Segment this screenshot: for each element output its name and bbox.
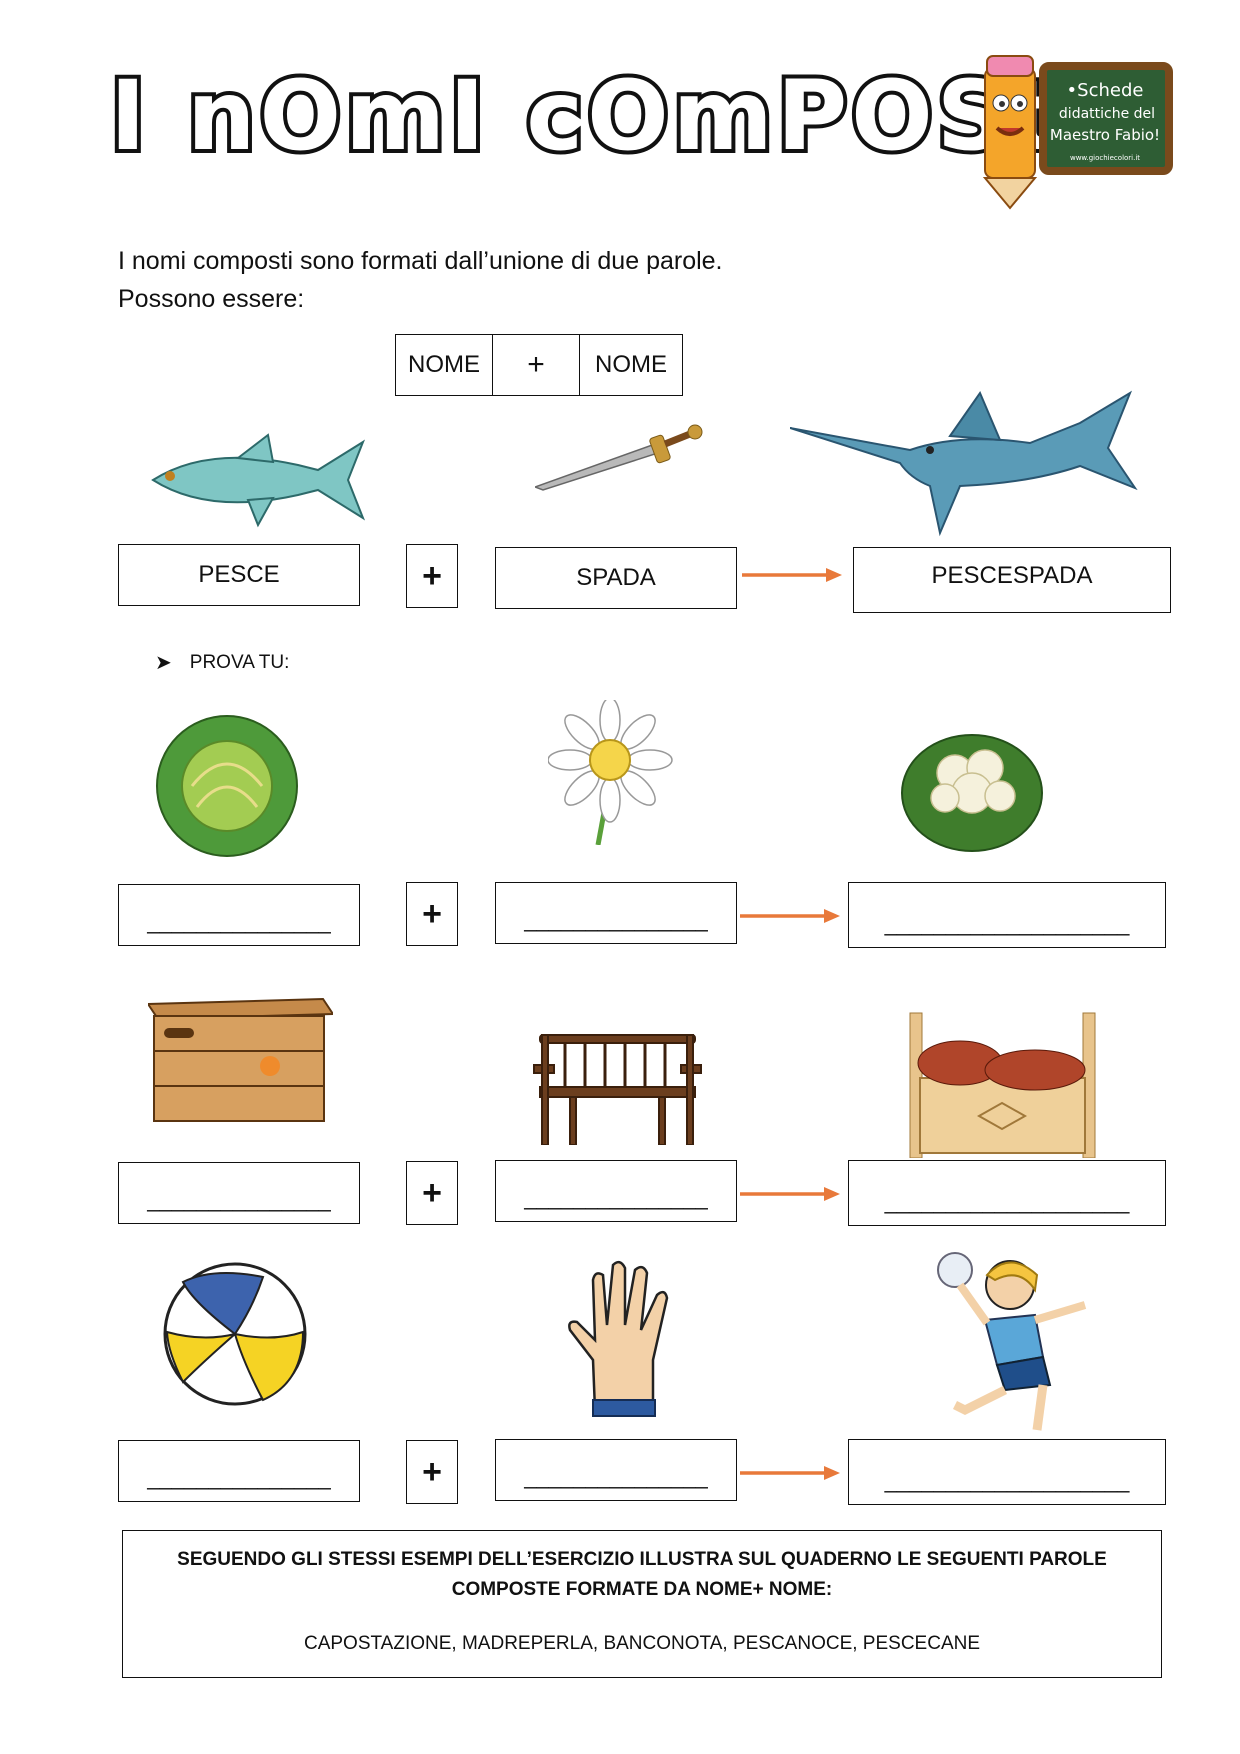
page-title: I nOmI cOmPOStI [106, 56, 1100, 176]
intro-line-2: Possono essere: [118, 285, 305, 313]
answer-row2-word1[interactable]: _______________ [118, 1162, 360, 1224]
arrowhead-bullet-icon: ➤ [155, 652, 172, 674]
intro-text: I nomi composti sono formati dall’unione… [118, 242, 723, 318]
sword-icon [535, 424, 703, 491]
formula-right: NOME [595, 351, 667, 378]
prova-heading: ➤ PROVA TU: [155, 650, 289, 675]
maestro-fabio-logo: •Schede didattiche del Maestro Fabio! ww… [982, 55, 1173, 210]
cabbage-icon [156, 715, 298, 857]
example-word-2: SPADA [495, 547, 737, 609]
example-result: PESCESPADA [853, 547, 1171, 613]
arrow-icon [740, 1466, 840, 1480]
logo-line-2: didattiche del [1059, 106, 1155, 122]
cauliflower-icon [901, 734, 1043, 852]
logo-line-1: •Schede [1067, 80, 1144, 101]
answer-row3-result[interactable]: ____________________ [848, 1439, 1166, 1505]
word-list: CAPOSTAZIONE, MADREPERLA, BANCONOTA, PES… [303, 1633, 981, 1654]
logo-line-3: Maestro Fabio! [1050, 126, 1160, 144]
arrow-icon [740, 1187, 840, 1201]
prova-label: PROVA TU: [189, 651, 290, 673]
arrow-icon [742, 568, 842, 582]
volleyball-icon [163, 1262, 307, 1406]
handball-player-icon [937, 1252, 1087, 1431]
example-plus: + [406, 544, 458, 608]
pencil-mascot-icon [982, 55, 1038, 210]
logo-url: www.giochiecolori.it [1070, 154, 1140, 162]
formula-operator: + [492, 335, 580, 395]
answer-row1-result[interactable]: ____________________ [848, 882, 1166, 948]
row2-plus: + [406, 1161, 458, 1225]
example-word-1: PESCE [118, 544, 360, 606]
arrow-icon [740, 909, 840, 923]
storage-bench-icon [909, 1012, 1096, 1158]
swordfish-icon [790, 390, 1138, 537]
formula-box: NOME + NOME [395, 334, 683, 396]
bench-icon [533, 1034, 702, 1145]
row3-plus: + [406, 1440, 458, 1504]
formula-left: NOME [408, 351, 480, 378]
answer-row3-word2[interactable]: _______________ [495, 1439, 737, 1501]
instruction-text: SEGUENDO GLI STESSI ESEMPI DELL’ESERCIZI… [177, 1549, 1107, 1600]
crate-icon [148, 997, 333, 1122]
intro-line-1: I nomi composti sono formati dall’unione… [118, 247, 723, 275]
daisy-icon [548, 700, 673, 845]
instruction-box: SEGUENDO GLI STESSI ESEMPI DELL’ESERCIZI… [122, 1530, 1162, 1678]
answer-row1-word1[interactable]: _______________ [118, 884, 360, 946]
answer-row2-result[interactable]: ____________________ [848, 1160, 1166, 1226]
answer-row3-word1[interactable]: _______________ [118, 1440, 360, 1502]
hand-icon [568, 1260, 669, 1417]
row1-plus: + [406, 882, 458, 946]
fish-icon [151, 433, 366, 528]
answer-row2-word2[interactable]: _______________ [495, 1160, 737, 1222]
answer-row1-word2[interactable]: _______________ [495, 882, 737, 944]
